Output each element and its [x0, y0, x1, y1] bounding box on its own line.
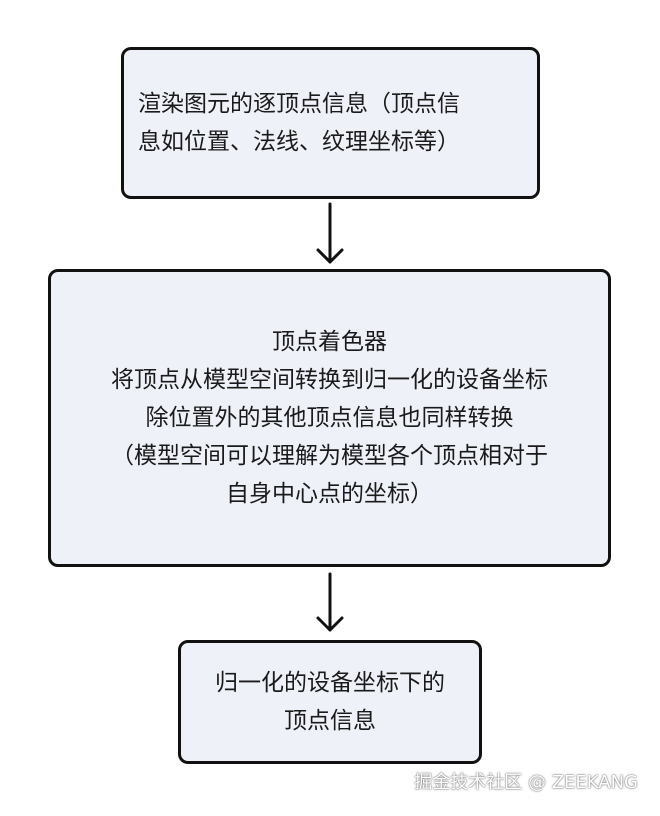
- node-text-line: 除位置外的其他顶点信息也同样转换: [145, 405, 514, 431]
- watermark: 掘金技术社区 @ ZEEKANG: [414, 772, 638, 793]
- node-text-line: 归一化的设备坐标下的: [215, 670, 445, 696]
- node-text-line: 息如位置、法线、纹理坐标等）: [138, 129, 460, 155]
- node-text-line: （模型空间可以理解为模型各个顶点相对于: [111, 443, 548, 469]
- node-ndc-vertex-info: 归一化的设备坐标下的 顶点信息: [178, 640, 482, 764]
- node-vertex-info: 渲染图元的逐顶点信息（顶点信 息如位置、法线、纹理坐标等）: [121, 47, 540, 199]
- node-text-line: 自身中心点的坐标）: [226, 481, 433, 507]
- arrow-down: [316, 572, 344, 632]
- node-vertex-shader: 顶点着色器 将顶点从模型空间转换到归一化的设备坐标 除位置外的其他顶点信息也同样…: [48, 269, 611, 567]
- arrow-down: [316, 202, 344, 264]
- node-title: 顶点着色器: [272, 329, 387, 355]
- node-text-line: 将顶点从模型空间转换到归一化的设备坐标: [111, 367, 548, 393]
- node-text-line: 顶点信息: [284, 708, 376, 734]
- node-text-line: 渲染图元的逐顶点信息（顶点信: [138, 91, 460, 117]
